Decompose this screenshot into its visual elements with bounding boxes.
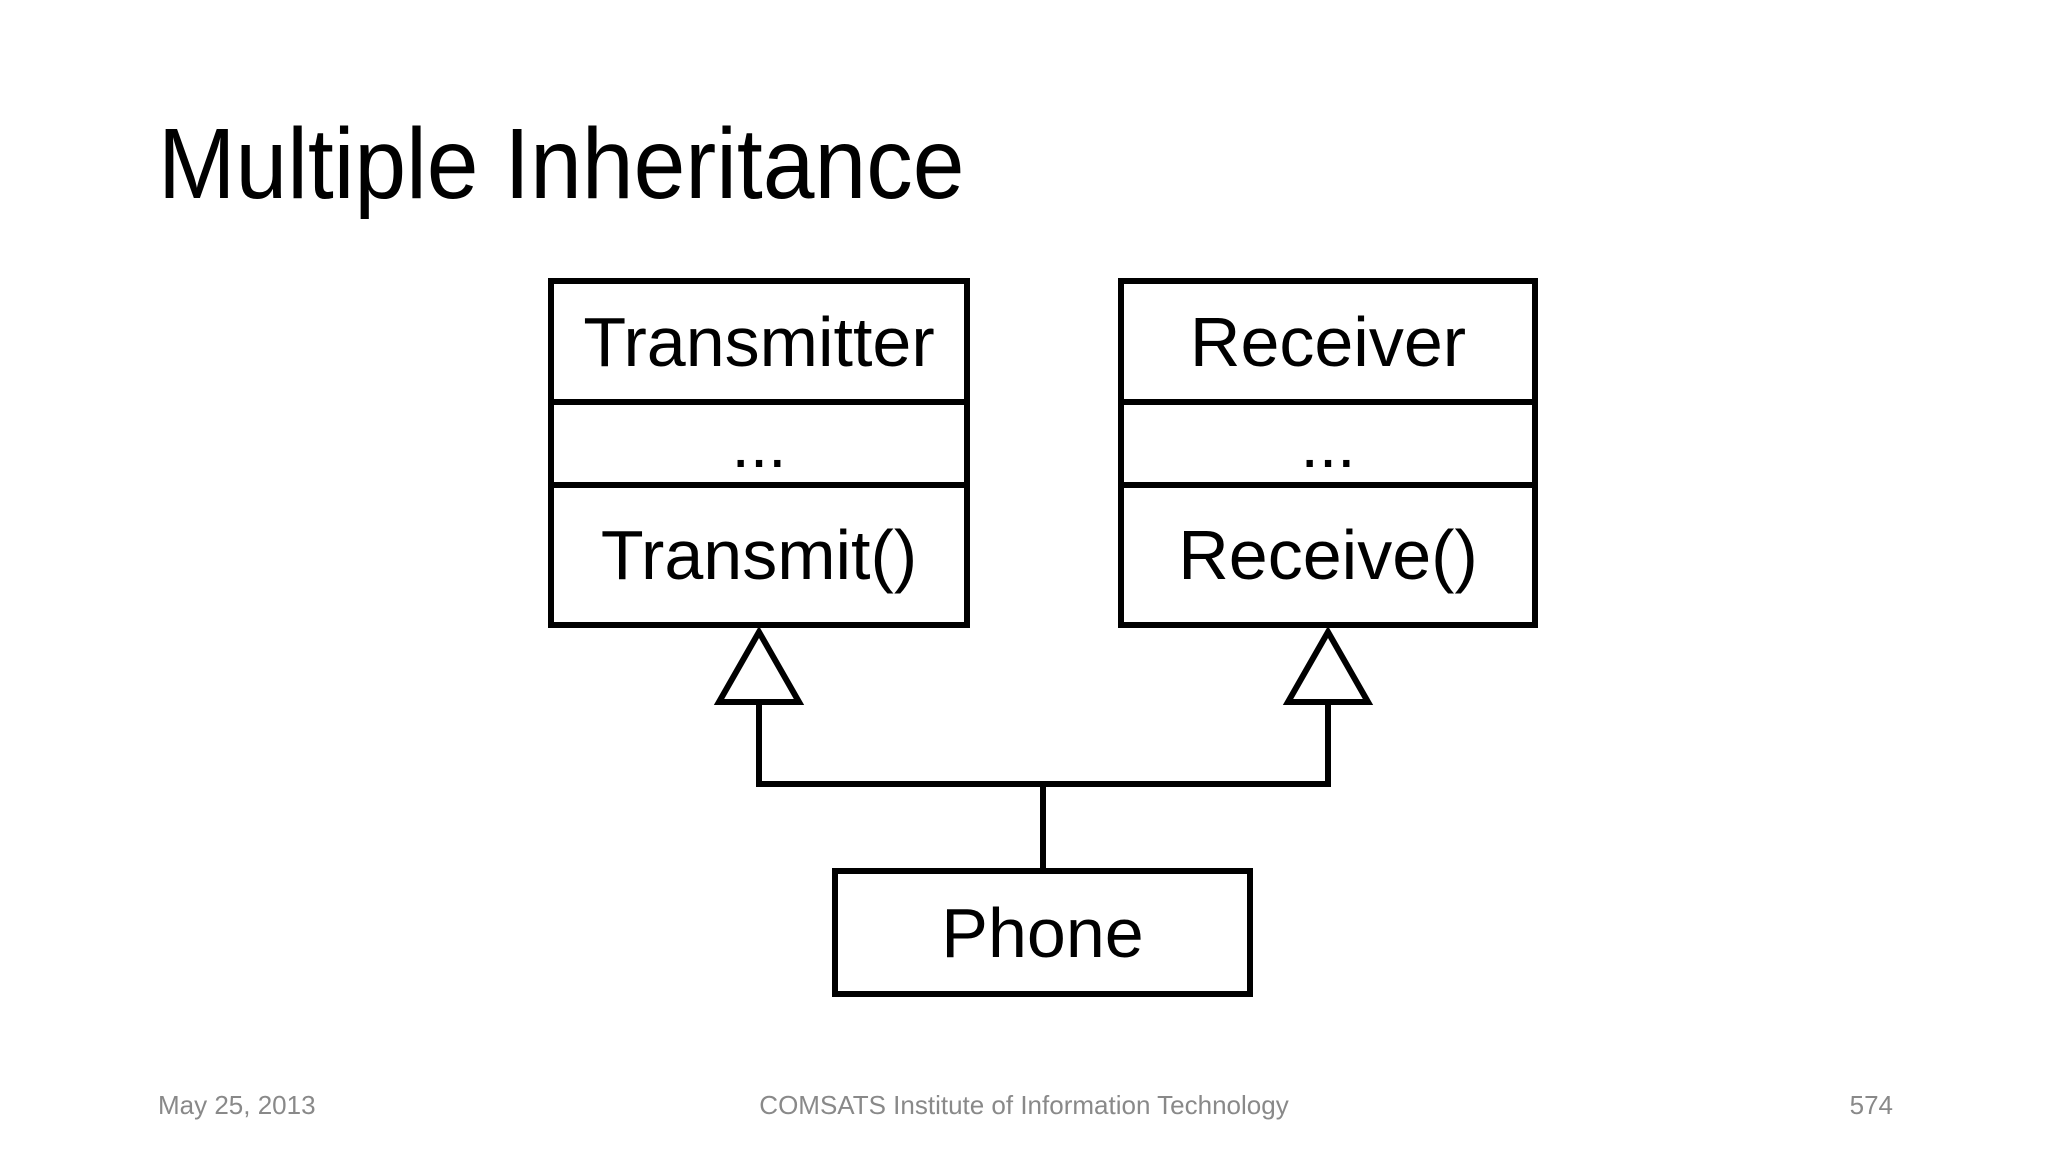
class-attributes-transmitter: ... [554,405,964,488]
footer-date: May 25, 2013 [158,1090,316,1120]
footer-institution: COMSATS Institute of Information Technol… [759,1090,1289,1120]
class-name-transmitter: Transmitter [554,284,964,405]
class-name-receiver: Receiver [1124,284,1532,405]
inheritance-arrowhead-right-icon [1282,625,1374,705]
footer-page-number: 574 [1849,1090,1893,1120]
inheritance-arrowhead-left-icon [713,625,805,705]
class-name-phone: Phone [941,893,1144,972]
class-box-receiver: Receiver ... Receive() [1118,278,1538,628]
class-attributes-receiver: ... [1124,405,1532,488]
class-box-transmitter: Transmitter ... Transmit() [548,278,970,628]
class-operations-transmitter: Transmit() [600,516,918,594]
class-operations-receiver: Receive() [1178,516,1478,594]
slide-footer: May 25, 2013 COMSATS Institute of Inform… [0,1090,2048,1126]
class-box-phone: Phone [832,868,1253,997]
slide-title: Multiple Inheritance [158,108,965,220]
